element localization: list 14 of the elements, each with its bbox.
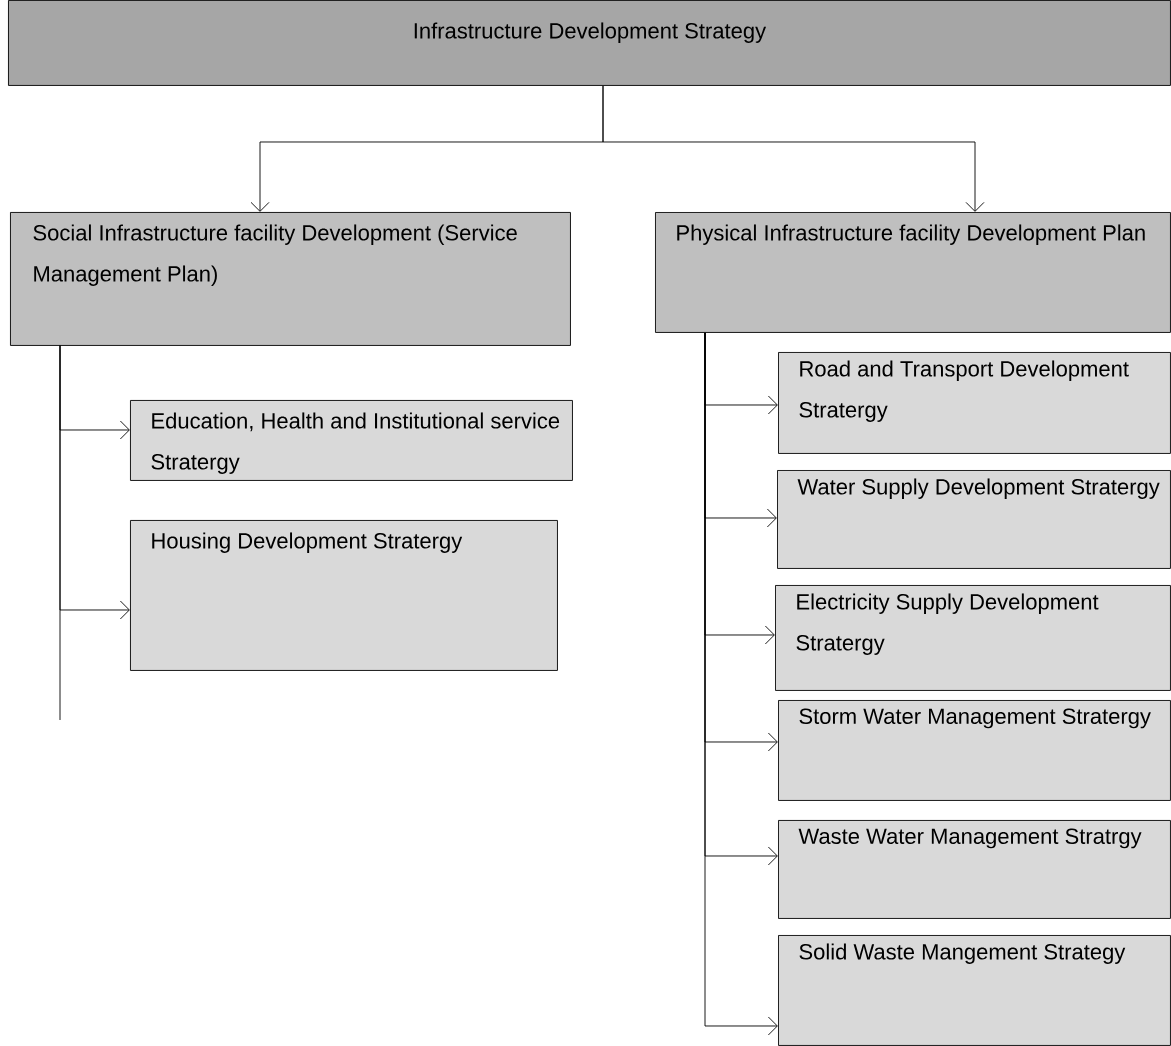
strategy-box: Housing Development Stratergy (130, 520, 558, 671)
arrow (59, 345, 130, 620)
strategy-box: Water Supply Development Stratergy (777, 470, 1171, 569)
heading-box: Infrastructure Development Strategy (8, 0, 1171, 86)
strategy-box: Waste Water Management Stratrgy (778, 820, 1171, 919)
strategy-box: Education, Health and Institutional service Stratergy (130, 400, 573, 481)
arrow (704, 332, 778, 1036)
strategy-box: Solid Waste Mangement Strategy (778, 935, 1171, 1046)
arrow (602, 85, 985, 212)
plan-box: Physical Infrastructure facility Development Plan (655, 212, 1171, 333)
plan-box: Social Infrastructure facility Development (Service Management Plan) (10, 212, 571, 346)
strategy-box: Storm Water Management Stratergy (778, 700, 1171, 801)
strategy-box: Electricity Supply Development Stratergy (775, 585, 1171, 691)
strategy-box: Road and Transport Development Stratergy (778, 352, 1171, 454)
